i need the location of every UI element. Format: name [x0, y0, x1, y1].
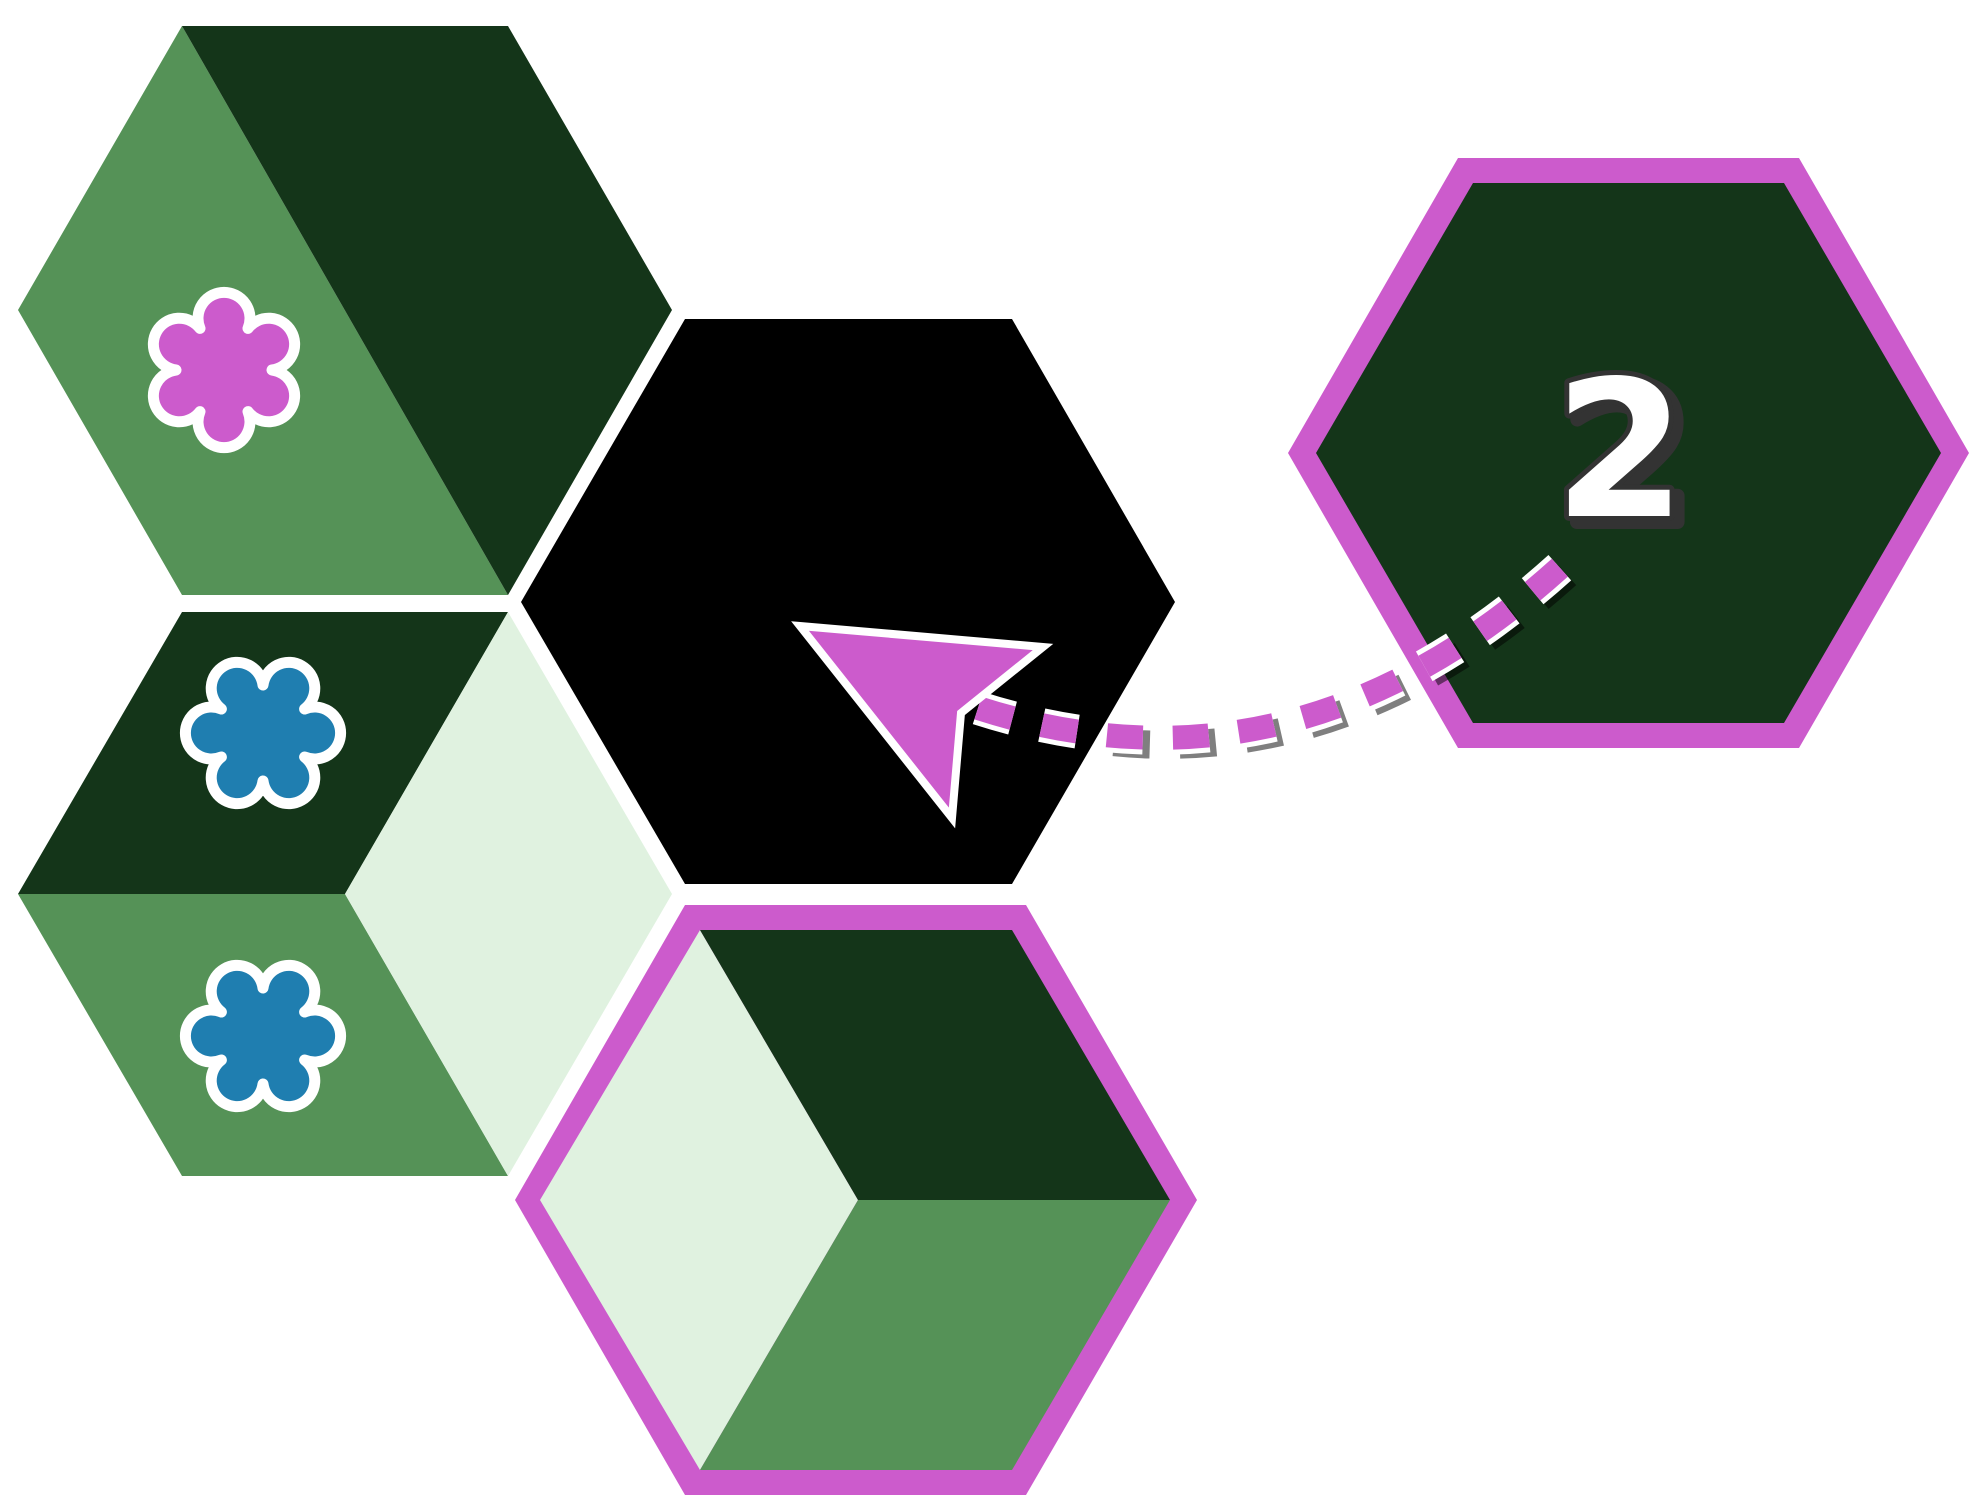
tile-bottom-bottom-segment: [700, 1200, 1170, 1470]
flower-token-blue-upper[interactable]: [179, 656, 347, 810]
tile-top-left-left-segment: [18, 26, 508, 595]
tile-bottom-left-segment: [540, 930, 858, 1470]
move-path: [972, 550, 1577, 755]
tile-bottom-top-segment: [700, 930, 1170, 1200]
hex-tile-center[interactable]: [521, 319, 1175, 884]
tile-center-face: [521, 319, 1175, 884]
hex-tile-top-left[interactable]: [18, 26, 672, 595]
hex-tile-bottom[interactable]: [515, 905, 1197, 1495]
pointer-arrow-icon[interactable]: [791, 621, 1054, 829]
target-number-text: 2: [1554, 340, 1686, 561]
move-path-dashes: [974, 554, 1574, 750]
target-number-outline: 2: [1554, 340, 1686, 561]
tile-mid-left-right-segment: [345, 612, 672, 1176]
flower-token-blue-lower[interactable]: [179, 959, 347, 1113]
flower-token-magenta[interactable]: [147, 286, 301, 454]
hex-tile-target[interactable]: [1288, 158, 1969, 748]
target-number-shadow: 2: [1562, 346, 1694, 567]
tile-target-face: [1316, 183, 1941, 723]
tile-top-left-right-segment: [182, 26, 672, 595]
target-number-label: 2 2 2: [1549, 335, 1701, 574]
hex-tile-mid-left[interactable]: [18, 612, 672, 1176]
flower-tokens: [147, 286, 347, 1113]
